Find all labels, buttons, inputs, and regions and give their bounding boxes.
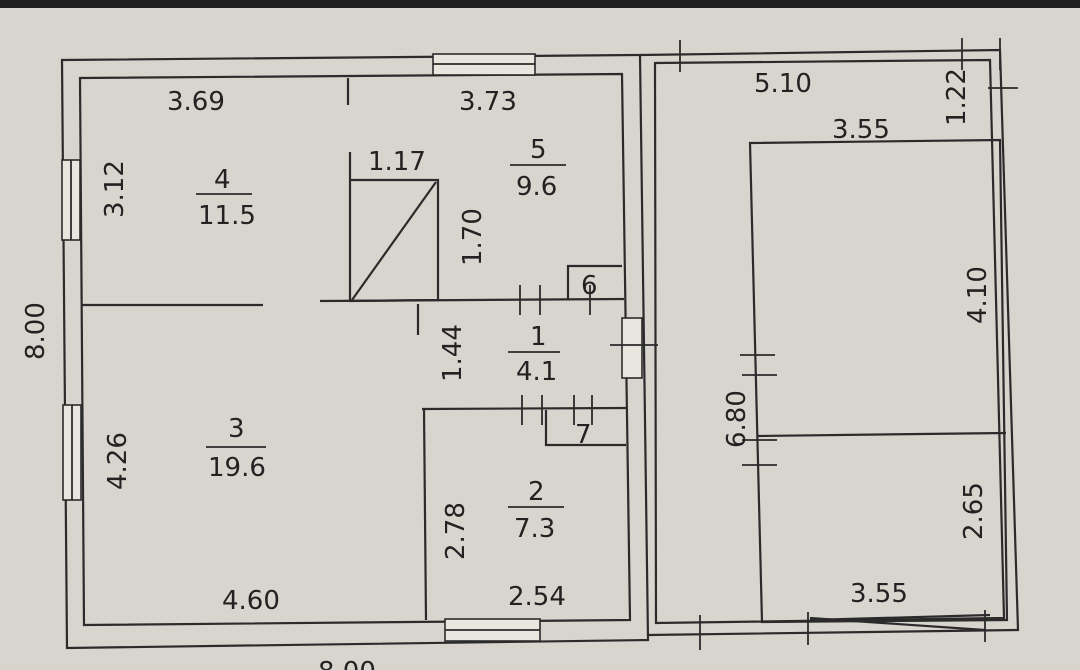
dim-extension-top: 5.10 <box>754 69 812 99</box>
dim-room4-width: 3.69 <box>167 87 225 117</box>
dim-total-width: 8.00 <box>318 657 376 670</box>
room-area: 19.6 <box>208 453 266 483</box>
fraction-bars <box>196 164 566 508</box>
room-area: 4.1 <box>516 357 557 387</box>
extension-outer-wall <box>639 48 1020 637</box>
dim-stair-width: 1.17 <box>368 147 426 177</box>
dim-room5-width: 3.73 <box>459 87 517 117</box>
dim-total-height: 8.00 <box>21 302 51 360</box>
partition-hall-room2 <box>421 406 627 411</box>
dim-room2-width: 2.54 <box>508 582 566 612</box>
dim-hall-depth: 1.44 <box>438 324 468 382</box>
room-number: 5 <box>530 135 547 165</box>
stair-diagonal <box>351 181 437 301</box>
dim-right-lower: 2.65 <box>959 482 989 540</box>
photo-top-edge <box>0 0 1080 8</box>
room-area: 7.3 <box>514 514 555 544</box>
room-number: 7 <box>575 420 592 450</box>
dim-stair-depth: 1.70 <box>458 208 488 266</box>
dim-extension-corner: 1.22 <box>942 68 972 126</box>
dimension-ticks <box>519 285 593 425</box>
dim-room3-depth: 4.26 <box>103 432 133 490</box>
room-number: 4 <box>214 165 231 195</box>
extension-ticks <box>679 38 1018 650</box>
room-area: 11.5 <box>198 201 256 231</box>
room6-box <box>566 264 622 300</box>
room-number: 1 <box>530 322 547 352</box>
stair <box>348 152 440 303</box>
dim-extension-depth: 6.80 <box>722 390 752 448</box>
dim-room2-depth: 2.78 <box>441 502 471 560</box>
room-number: 6 <box>581 271 598 301</box>
extension-partition <box>756 431 1007 438</box>
dim-room4-depth: 3.12 <box>100 160 130 218</box>
room-area: 9.6 <box>516 172 557 202</box>
extension-door-swing <box>809 616 986 632</box>
room-number: 2 <box>528 477 545 507</box>
extension-inner-wall <box>653 58 1006 625</box>
extension-inner-room <box>748 138 1009 624</box>
dim-right-upper: 4.10 <box>963 266 993 324</box>
dim-inner-top: 3.55 <box>832 115 890 145</box>
room-number: 3 <box>228 414 245 444</box>
paper <box>0 8 1080 670</box>
dim-inner-bottom: 3.55 <box>850 579 908 609</box>
dim-room3-width: 4.60 <box>222 586 280 616</box>
door-right <box>621 317 643 379</box>
room7-box <box>544 410 626 447</box>
partition-room3-room2 <box>422 408 428 621</box>
